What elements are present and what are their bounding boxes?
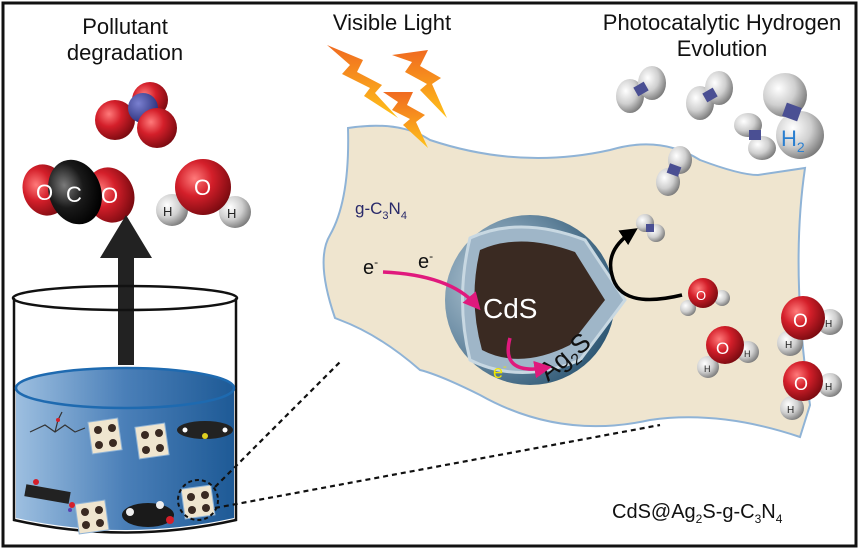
- h2o-molecule-left: O H H: [156, 159, 251, 228]
- dye-molecule-congo-red: [24, 479, 75, 512]
- dye-molecule-phenol: [122, 501, 174, 527]
- atom-label-o: O: [194, 175, 211, 200]
- cds-ag2s-particle: [445, 215, 627, 385]
- h2-label: H2: [781, 126, 805, 155]
- electron-label-2: e-: [418, 249, 433, 273]
- h2o-molecule-1: O: [680, 278, 730, 316]
- title-photocatalytic-hydrogen: Photocatalytic Hydrogen: [603, 10, 841, 35]
- h2o-molecule-4: O H H: [780, 361, 842, 420]
- h2o-molecule-2: O H H: [697, 326, 759, 378]
- electron-transfer-arrow-to-cds: [382, 270, 481, 311]
- h2-evolution-arrow: [608, 228, 683, 302]
- release-arrow: [100, 215, 152, 365]
- title-degradation: degradation: [67, 40, 183, 65]
- svg-text:O: O: [696, 288, 706, 303]
- svg-text:O: O: [793, 311, 808, 332]
- atom-label-h: H: [163, 204, 172, 219]
- svg-text:H: H: [744, 349, 751, 359]
- h2-molecules: [616, 66, 824, 242]
- electron-label-1: e-: [363, 255, 378, 279]
- atom-label-c: C: [66, 182, 82, 207]
- svg-text:H: H: [704, 364, 711, 374]
- title-evolution: Evolution: [677, 36, 768, 61]
- svg-text:H: H: [825, 382, 832, 393]
- svg-text:O: O: [794, 374, 808, 394]
- dye-molecule-methylene-blue: [177, 421, 233, 439]
- composite-label: CdS@Ag2S-g-C3N4: [612, 501, 783, 526]
- svg-text:H: H: [785, 340, 792, 351]
- water-solution: [16, 388, 234, 530]
- dye-molecule-rhodamine: [29, 411, 86, 433]
- water-surface: [14, 366, 236, 410]
- atom-label-o: O: [101, 183, 118, 208]
- svg-text:O: O: [716, 339, 729, 358]
- title-pollutant: Pollutant: [82, 14, 168, 39]
- h2o-molecule-3: O H H: [777, 296, 843, 356]
- title-visible-light: Visible Light: [333, 10, 451, 35]
- co2-molecule: O C O: [22, 159, 135, 225]
- atom-label-h: H: [227, 206, 236, 221]
- electron-label-3: e-: [493, 361, 507, 382]
- gcn-label: g-C3N4: [355, 199, 407, 222]
- svg-text:H: H: [825, 319, 832, 330]
- beaker: [11, 284, 239, 535]
- zoom-selection: [177, 479, 219, 521]
- leader-line-top: [214, 361, 341, 488]
- leader-line-bottom: [214, 423, 661, 510]
- cds-label: CdS: [483, 293, 537, 324]
- lightning-bolts: [327, 45, 447, 148]
- svg-text:H: H: [787, 405, 794, 416]
- cds-core: [474, 241, 605, 359]
- electron-transfer-arrow-to-ag2s: [506, 337, 552, 379]
- atom-label-o: O: [36, 180, 53, 205]
- no3-molecule: [95, 82, 177, 148]
